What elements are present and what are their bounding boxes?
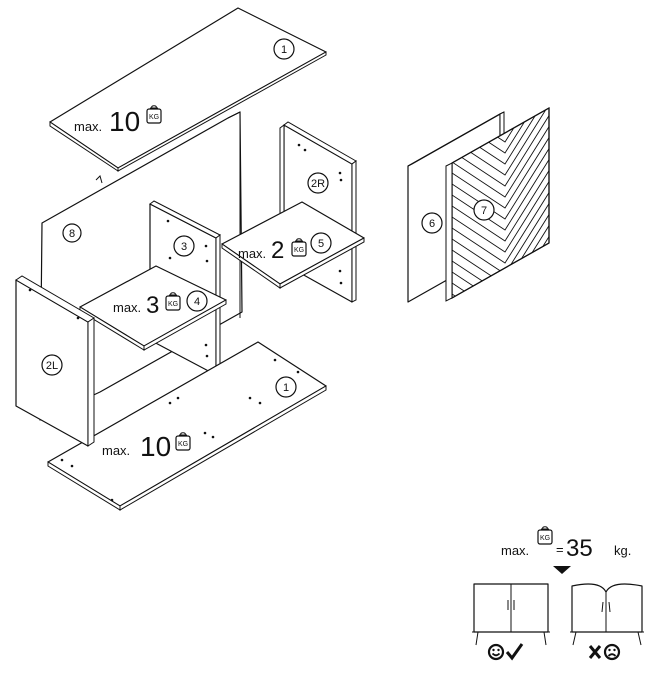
door-pattern-line bbox=[452, 149, 549, 231]
svg-text:KG: KG bbox=[168, 301, 178, 308]
door-pattern-line bbox=[452, 108, 549, 121]
door-pattern-line bbox=[452, 18, 555, 98]
part-label-8: 8 bbox=[69, 228, 75, 240]
weight-icon: KG bbox=[146, 105, 162, 124]
shelf-left-load-value: 3 bbox=[146, 292, 159, 319]
weight-icon: KG bbox=[175, 432, 191, 451]
door-panel-7: 7 bbox=[445, 7, 555, 302]
door-pattern-line bbox=[452, 127, 549, 209]
door-pattern-line bbox=[452, 108, 549, 110]
part-label-4: 4 bbox=[194, 296, 200, 308]
door-pattern-line bbox=[452, 138, 549, 220]
part-label-2R: 2R bbox=[311, 178, 325, 190]
part-label-6: 6 bbox=[429, 218, 435, 230]
svg-text:KG: KG bbox=[178, 441, 188, 448]
door-pattern-line bbox=[452, 116, 549, 198]
frowning-face-icon bbox=[603, 643, 621, 661]
part-label-3: 3 bbox=[181, 241, 187, 253]
shelf-left-load-prefix: max. bbox=[113, 300, 141, 315]
smiley-face-icon bbox=[487, 643, 505, 661]
down-arrow-icon bbox=[553, 566, 571, 574]
bottom-load-value: 10 bbox=[140, 431, 171, 462]
bottom-load-prefix: max. bbox=[102, 443, 130, 458]
door-pattern-line bbox=[452, 160, 549, 242]
cabinet-correct bbox=[472, 583, 550, 661]
svg-text:KG: KG bbox=[294, 247, 304, 254]
svg-text:KG: KG bbox=[540, 535, 550, 542]
total-load-value: 35 bbox=[566, 535, 593, 562]
shelf-right-load-prefix: max. bbox=[238, 246, 266, 261]
top-panel-1: 1 max. 10 KG bbox=[49, 7, 327, 172]
shelf-right-load-value: 2 bbox=[271, 237, 284, 264]
weight-icon: KG bbox=[165, 292, 181, 311]
door-pattern-line bbox=[452, 171, 549, 253]
part-label-2L: 2L bbox=[46, 360, 58, 372]
total-load-prefix: max. bbox=[501, 543, 529, 558]
part-label-1-top: 1 bbox=[281, 44, 287, 56]
cabinet-overloaded bbox=[570, 583, 644, 661]
shelf-5: max. 2 KG 5 bbox=[221, 201, 365, 289]
part-label-5: 5 bbox=[318, 238, 324, 250]
door-pattern-line bbox=[452, 182, 549, 264]
check-mark-icon bbox=[505, 643, 524, 661]
total-load-spec: max. KG = 35 kg. bbox=[501, 526, 631, 574]
top-load-prefix: max. bbox=[74, 119, 102, 134]
cross-mark-icon bbox=[588, 645, 602, 659]
weight-icon: KG bbox=[291, 238, 307, 257]
weight-icon-text: KG bbox=[149, 114, 159, 121]
side-panel-2L: 2L bbox=[15, 275, 95, 447]
weight-icon: KG bbox=[537, 526, 553, 545]
bottom-panel-1: 1 max. 10 KG bbox=[47, 341, 327, 511]
part-label-7: 7 bbox=[481, 205, 487, 217]
total-load-unit: kg. bbox=[614, 543, 631, 558]
part-label-1-bottom: 1 bbox=[283, 382, 289, 394]
door-pattern-line bbox=[452, 108, 549, 187]
total-load-equals: = bbox=[556, 542, 564, 557]
shelf-4: max. 3 KG 4 bbox=[79, 265, 227, 351]
top-load-value: 10 bbox=[109, 106, 140, 137]
door-pattern-line bbox=[452, 7, 555, 87]
